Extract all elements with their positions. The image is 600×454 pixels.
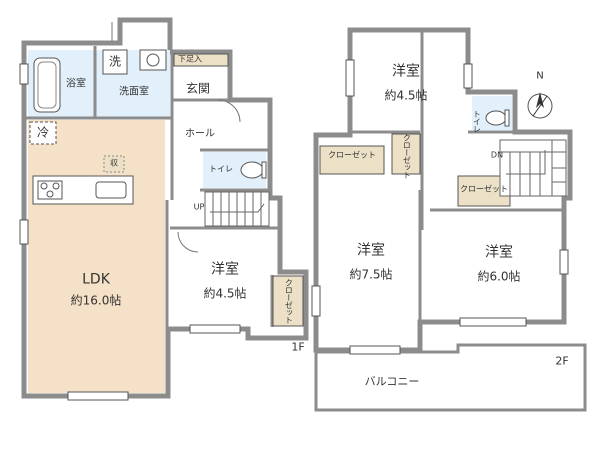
door-room-1f [177, 231, 199, 253]
kitchen-sink [95, 181, 127, 199]
stairs-2f [499, 139, 567, 197]
ldk-floor [28, 120, 165, 393]
toilet-1f-name: トイレ [209, 164, 233, 174]
window-north-room-east [463, 63, 473, 89]
toilet-bowl-1f [240, 161, 264, 179]
closet-2f-small [391, 133, 421, 175]
wash-machine-label: 洗 [108, 54, 122, 69]
floor1-drawing [19, 17, 309, 401]
room-1f-name: 洋室 [211, 261, 239, 278]
shoebox [173, 53, 229, 67]
stairs-up-label: UP [193, 202, 205, 212]
toilet-bowl-2f [485, 110, 507, 126]
washroom-name: 洗面室 [119, 86, 149, 98]
fridge-label: 冷 [36, 125, 50, 140]
window-west-room [311, 285, 321, 317]
balcony-outline [314, 343, 587, 412]
bath-name: 浴室 [66, 78, 86, 90]
stairs-down-label: DN [490, 150, 504, 160]
ldk-name: LDK [82, 271, 110, 288]
hall-name: ホール [185, 128, 215, 140]
room-west-name: 洋室 [357, 242, 385, 259]
room-north-size: 約4.5帖 [384, 88, 428, 103]
closet-2f-small-label: クローゼット [402, 133, 412, 179]
window-ldk-west [19, 219, 29, 245]
floor1-label: 1F [291, 340, 305, 354]
window-room-south [189, 324, 241, 334]
ldk-size: 約16.0帖 [70, 293, 122, 308]
window-east-room-east [559, 249, 569, 275]
washer-box [102, 49, 128, 75]
room-west-size: 約7.5帖 [349, 267, 393, 282]
stairs-1f [204, 191, 270, 227]
closet-2f-west-label: クローゼット [328, 150, 376, 160]
storage-space [103, 155, 125, 173]
storage-label: 収 [110, 158, 118, 168]
room-1f-size: 約4.5帖 [203, 286, 247, 301]
window-bath [19, 63, 29, 85]
room-north-name: 洋室 [392, 63, 420, 80]
closet-1f-label: クローゼット [284, 278, 294, 324]
compass [527, 92, 553, 119]
floor2-label: 2F [555, 354, 569, 368]
fridge-space [29, 121, 57, 145]
floor2-drawing [311, 27, 587, 412]
bathtub [33, 57, 61, 113]
toilet-2f-name: トイレ [472, 109, 482, 133]
shoebox-label: 下足入 [178, 54, 202, 64]
stove [37, 180, 63, 200]
window-ldk-south [67, 391, 129, 401]
entrance-name: 玄関 [185, 81, 211, 96]
door-hall [217, 99, 241, 123]
window-west-room-south [349, 345, 401, 355]
closet-1f [272, 275, 304, 327]
room-east-size: 約6.0帖 [477, 269, 521, 284]
window-north-room [345, 59, 355, 97]
sink [139, 49, 167, 71]
compass-north-label: N [536, 70, 544, 82]
closet-2f-west [319, 145, 385, 175]
room-east-name: 洋室 [485, 244, 513, 261]
window-east-room-south [459, 317, 527, 327]
balcony-label: バルコニー [364, 375, 420, 388]
closet-2f-east-label: クローゼット [460, 184, 508, 194]
